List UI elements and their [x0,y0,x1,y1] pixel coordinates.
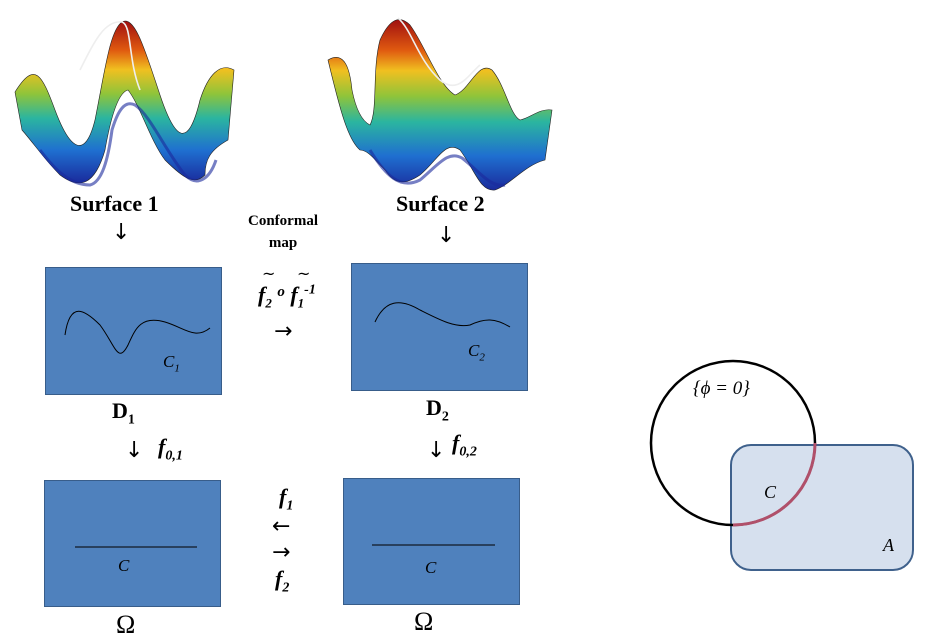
c2-label: C2 [468,341,485,363]
venn-c-label: C [764,482,777,502]
f1-letter: f [279,484,287,509]
curve-c2 [374,302,511,328]
down-arrow-d2: ↓ [427,438,446,463]
f02-sub: 0,2 [459,444,477,460]
conformal-map-label: Conformal map [228,210,338,254]
d2-letter: D [426,395,442,420]
f02-label: f0,2 [452,430,477,460]
expr-f2-sub: 2 [265,295,272,311]
surface-1-label: Surface 1 [70,191,159,216]
omega-2-box [343,478,520,605]
surface-2-ridge [397,17,481,87]
omega-2-label: Ω [414,607,434,636]
d1-label: D1 [112,398,135,428]
left-arrow-f1: ← [272,514,291,539]
f2-letter: f [275,566,283,591]
d1-sub: 1 [127,412,135,428]
f1-map-label: f1 [279,484,293,514]
venn-a-label: A [883,535,894,555]
surface-2-front [368,149,506,187]
expr-f2: f [258,282,266,307]
surface-1-front [38,102,218,187]
f01-letter: f [158,434,166,459]
omega-1-box [44,480,221,607]
f01-sub: 0,1 [165,448,183,464]
surface-1-back [14,20,235,184]
surface-1-ridge [79,21,141,91]
d2-label: D2 [426,395,449,425]
conformal-label-line1: Conformal [248,213,318,229]
omega-1-c-label: C [118,556,130,575]
f1-sub: 1 [286,498,294,514]
surface-2-label: Surface 2 [396,191,485,216]
expr-f1: f [290,282,298,307]
domain-d2-box [351,263,528,391]
c1-sub: 1 [174,362,180,375]
tilde-f2: ~ [262,264,276,283]
expr-compose: o [277,284,285,300]
expr-f1-sub: 1 [297,295,305,311]
omega-1-label: Ω [116,610,136,639]
down-arrow-surface-1: ↓ [112,220,131,245]
f01-label: f0,1 [158,434,183,464]
right-arrow-f2: → [272,540,291,565]
c2-letter: C [468,341,480,360]
c2-sub: 2 [479,351,485,364]
down-arrow-d1: ↓ [125,438,144,463]
conformal-expression: f2 o f1-1 [258,282,316,311]
d2-sub: 2 [441,409,449,425]
tilde-f1: ~ [297,264,311,283]
expr-f1-sup: -1 [304,282,316,298]
c1-letter: C [163,352,175,371]
level-set-label: {ϕ = 0} [693,378,750,399]
curve-c-arc [732,442,817,527]
f2-sub: 2 [282,580,290,596]
c1-label: C1 [163,352,180,374]
d1-letter: D [112,398,128,423]
down-arrow-surface-2: ↓ [437,223,456,248]
f2-map-label: f2 [275,566,289,596]
region-a [730,444,914,571]
right-arrow-conformal: → [274,319,293,344]
f02-letter: f [452,430,460,455]
omega-2-c-label: C [425,558,437,577]
curve-c1 [64,310,211,354]
conformal-label-line2: map [268,235,298,251]
domain-d1-box [45,267,222,395]
